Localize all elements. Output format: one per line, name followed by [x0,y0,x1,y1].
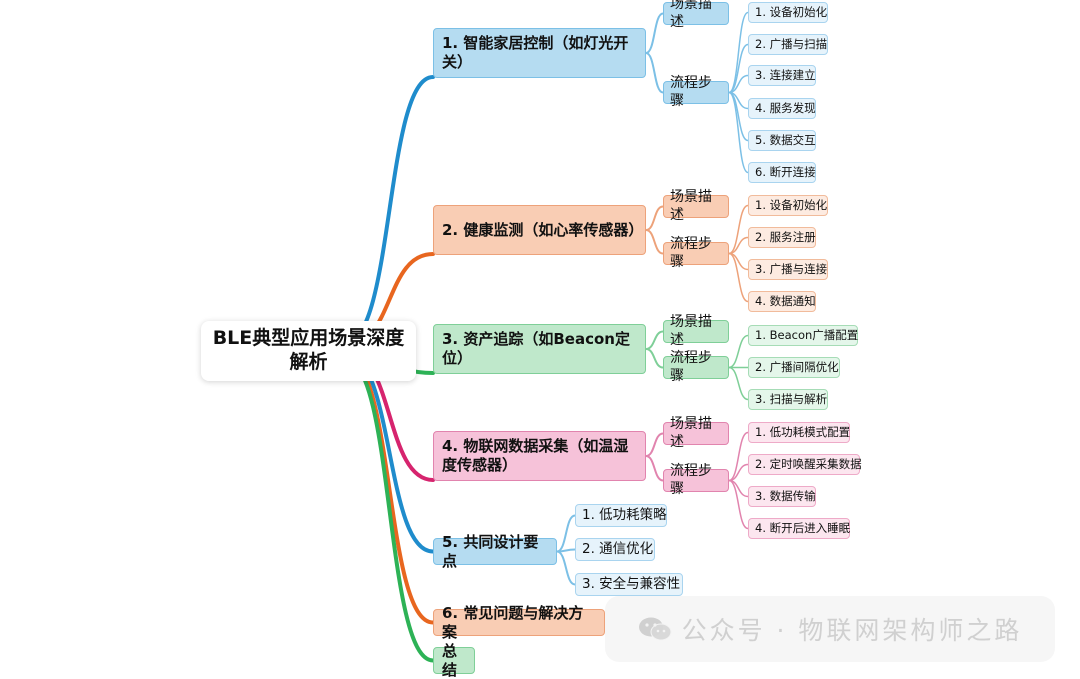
branch-4-step-2-label: 2. 定时唤醒采集数据 [755,457,862,472]
branch-1-step-6-label: 6. 断开连接 [755,165,816,180]
branch-4-step-3-label: 3. 数据传输 [755,489,816,504]
branch-2-scene-label: 场景描述 [670,189,712,223]
branch-5-item-2-label: 2. 通信优化 [582,541,654,558]
branch-1-step-1[interactable]: 1. 设备初始化 [748,2,828,23]
branch-2-step-3[interactable]: 3. 广播与连接 [748,259,828,280]
branch-1-step-5-label: 5. 数据交互 [755,133,816,148]
branch-4-step-3[interactable]: 3. 数据传输 [748,486,816,507]
branch-6-label: 6. 常见问题与解决方案 [442,603,584,641]
branch-5-item-1-label: 1. 低功耗策略 [582,507,667,524]
branch-1-step-5[interactable]: 5. 数据交互 [748,130,816,151]
branch-4-steps-node[interactable]: 流程步骤 [663,463,729,497]
branch-5-item-1[interactable]: 1. 低功耗策略 [575,504,667,527]
branch-1-step-2-label: 2. 广播与扫描 [755,37,828,52]
branch-7-label: 总结 [442,641,458,679]
branch-1-step-1-label: 1. 设备初始化 [755,5,828,20]
branch-3-step-3[interactable]: 3. 扫描与解析 [748,389,828,410]
branch-5-item-3[interactable]: 3. 安全与兼容性 [575,573,683,596]
branch-2-step-2-label: 2. 服务注册 [755,230,816,245]
root-node[interactable]: BLE典型应用场景深度解析 [201,321,416,381]
branch-2-step-4[interactable]: 4. 数据通知 [748,291,816,312]
branch-2-scene-node[interactable]: 场景描述 [663,189,729,223]
branch-1-scene-label: 场景描述 [670,0,712,30]
branch-2-step-3-label: 3. 广播与连接 [755,262,828,277]
edge-branch-4-scene [645,432,664,457]
branch-4-node[interactable]: 4. 物联网数据采集（如温湿度传感器） [433,431,646,481]
branch-7-node[interactable]: 总结 [433,642,475,679]
branch-3-step-1[interactable]: 1. Beacon广播配置 [748,325,858,346]
edge-branch-2-step-1 [728,204,749,255]
branch-3-scene-label: 场景描述 [670,314,712,348]
branch-3-node[interactable]: 3. 资产追踪（如Beacon定位） [433,324,646,374]
branch-4-label: 4. 物联网数据采集（如温湿度传感器） [442,437,629,474]
branch-2-steps-node[interactable]: 流程步骤 [663,236,729,270]
edge-branch-3-step-3 [728,366,749,401]
branch-2-label: 2. 健康监测（如心率传感器） [442,220,644,239]
branch-4-step-4-label: 4. 断开后进入睡眠 [755,521,851,536]
watermark: 公众号 · 物联网架构师之路 [605,596,1055,662]
edge-root-branch-6 [344,355,435,625]
branch-4-step-2[interactable]: 2. 定时唤醒采集数据 [748,454,862,475]
edge-branch-3-step-1 [728,334,749,369]
branch-4-scene-node[interactable]: 场景描述 [663,416,729,450]
watermark-text: 公众号 · 物联网架构师之路 [681,616,1023,645]
branch-4-step-1[interactable]: 1. 低功耗模式配置 [748,422,850,443]
branch-4-step-1-label: 1. 低功耗模式配置 [755,425,851,440]
edge-branch-2-scene [645,205,664,231]
branch-5-item-3-label: 3. 安全与兼容性 [582,576,681,593]
edge-branch-3-scene [645,330,664,350]
branch-2-step-2[interactable]: 2. 服务注册 [748,227,816,248]
branch-3-step-3-label: 3. 扫描与解析 [755,392,828,407]
edge-branch-1-scene [645,12,664,54]
branch-1-step-2[interactable]: 2. 广播与扫描 [748,34,828,55]
branch-5-node[interactable]: 5. 共同设计要点 [433,533,557,570]
branch-1-steps-node[interactable]: 流程步骤 [663,75,729,109]
branch-4-step-4[interactable]: 4. 断开后进入睡眠 [748,518,850,539]
edge-branch-4-step-4 [728,479,749,530]
branch-1-steps-label: 流程步骤 [670,75,712,109]
edge-branch-4-step-1 [728,431,749,482]
edge-branch-3-steps [645,348,664,369]
branch-1-step-4[interactable]: 4. 服务发现 [748,98,816,119]
branch-3-step-1-label: 1. Beacon广播配置 [755,328,859,343]
root-title: BLE典型应用场景深度解析 [212,327,405,373]
branch-4-scene-label: 场景描述 [670,416,712,450]
branch-2-step-1[interactable]: 1. 设备初始化 [748,195,828,216]
edge-branch-4-steps [645,455,664,482]
edge-branch-1-step-3 [728,74,749,94]
edge-branch-5-item-3 [556,550,576,586]
branch-1-step-4-label: 4. 服务发现 [755,101,816,116]
edge-branch-1-steps [645,52,664,94]
edge-branch-1-step-1 [728,11,749,94]
branch-3-step-2[interactable]: 2. 广播间隔优化 [748,357,840,378]
wechat-icon [638,617,672,641]
branch-1-scene-node[interactable]: 场景描述 [663,0,729,30]
branch-2-node[interactable]: 2. 健康监测（如心率传感器） [433,205,646,255]
branch-1-step-3-label: 3. 连接建立 [755,68,816,83]
edge-branch-2-steps [645,229,664,255]
edge-branch-5-item-1 [556,514,576,553]
branch-1-node[interactable]: 1. 智能家居控制（如灯光开关） [433,28,646,78]
edge-branch-2-step-4 [728,252,749,303]
branch-2-steps-label: 流程步骤 [670,236,712,270]
branch-3-step-2-label: 2. 广播间隔优化 [755,360,839,375]
branch-1-label: 1. 智能家居控制（如灯光开关） [442,34,629,71]
branch-3-scene-node[interactable]: 场景描述 [663,314,729,348]
branch-2-step-1-label: 1. 设备初始化 [755,198,828,213]
branch-5-item-2[interactable]: 2. 通信优化 [575,538,655,561]
edge-branch-1-step-2 [728,43,749,94]
edge-branch-1-step-6 [728,91,749,174]
branch-1-step-6[interactable]: 6. 断开连接 [748,162,816,183]
branch-3-label: 3. 资产追踪（如Beacon定位） [442,330,630,367]
branch-5-label: 5. 共同设计要点 [442,532,539,570]
branch-3-steps-node[interactable]: 流程步骤 [663,350,729,384]
branch-6-node[interactable]: 6. 常见问题与解决方案 [433,604,605,641]
branch-2-step-4-label: 4. 数据通知 [755,294,816,309]
branch-1-step-3[interactable]: 3. 连接建立 [748,65,816,86]
branch-3-steps-label: 流程步骤 [670,350,712,384]
branch-4-steps-label: 流程步骤 [670,463,712,497]
